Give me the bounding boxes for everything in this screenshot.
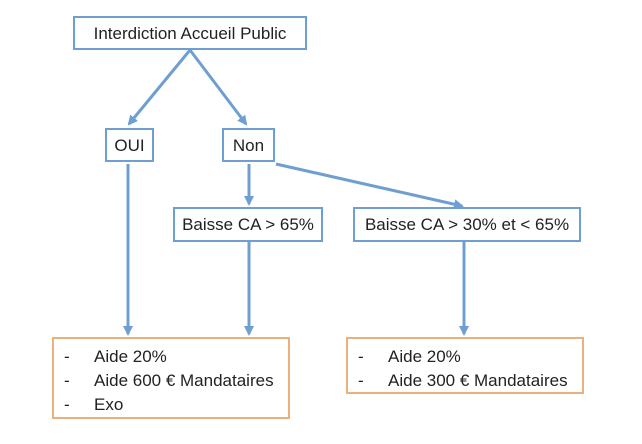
list-bullet: - — [64, 371, 70, 390]
node-non: Non — [222, 128, 275, 162]
node-baisse-ca-30-65: Baisse CA > 30% et < 65% — [353, 207, 581, 242]
node-interdiction-accueil-public: Interdiction Accueil Public — [73, 16, 307, 50]
arrow-root-to-non — [188, 49, 248, 126]
node-baisse-ca-65: Baisse CA > 65% — [173, 207, 323, 242]
list-item: - Aide 20% — [54, 345, 288, 369]
list-bullet: - — [358, 347, 364, 366]
list-item-text: Aide 600 € Mandataires — [94, 371, 274, 390]
list-bullet: - — [358, 371, 364, 390]
list-item: - Exo — [54, 393, 288, 417]
list-item-text: Aide 300 € Mandataires — [388, 371, 568, 390]
list-item: - Aide 300 € Mandataires — [348, 369, 582, 393]
list-item: - Aide 600 € Mandataires — [54, 369, 288, 393]
arrow-root-to-oui — [127, 49, 192, 126]
list-bullet: - — [64, 395, 70, 414]
node-oui: OUI — [105, 128, 154, 162]
node-label: Baisse CA > 65% — [182, 215, 314, 234]
node-label: Non — [232, 135, 265, 155]
list-item-text: Exo — [94, 395, 124, 414]
result-list-right: - Aide 20% - Aide 300 € Mandataires — [348, 345, 582, 393]
result-box-left: - Aide 20% - Aide 600 € Mandataires - Ex… — [52, 337, 290, 419]
node-label: OUI — [114, 135, 145, 155]
list-item: - Aide 20% — [348, 345, 582, 369]
arrow-non-to-baisse-30-65 — [275, 162, 464, 210]
result-list-left: - Aide 20% - Aide 600 € Mandataires - Ex… — [54, 345, 288, 417]
node-label: Interdiction Accueil Public — [93, 23, 287, 43]
node-label: Baisse CA > 30% et < 65% — [364, 215, 570, 234]
result-box-right: - Aide 20% - Aide 300 € Mandataires — [346, 337, 584, 394]
list-bullet: - — [64, 347, 70, 366]
list-item-text: Aide 20% — [388, 347, 461, 366]
list-item-text: Aide 20% — [94, 347, 167, 366]
